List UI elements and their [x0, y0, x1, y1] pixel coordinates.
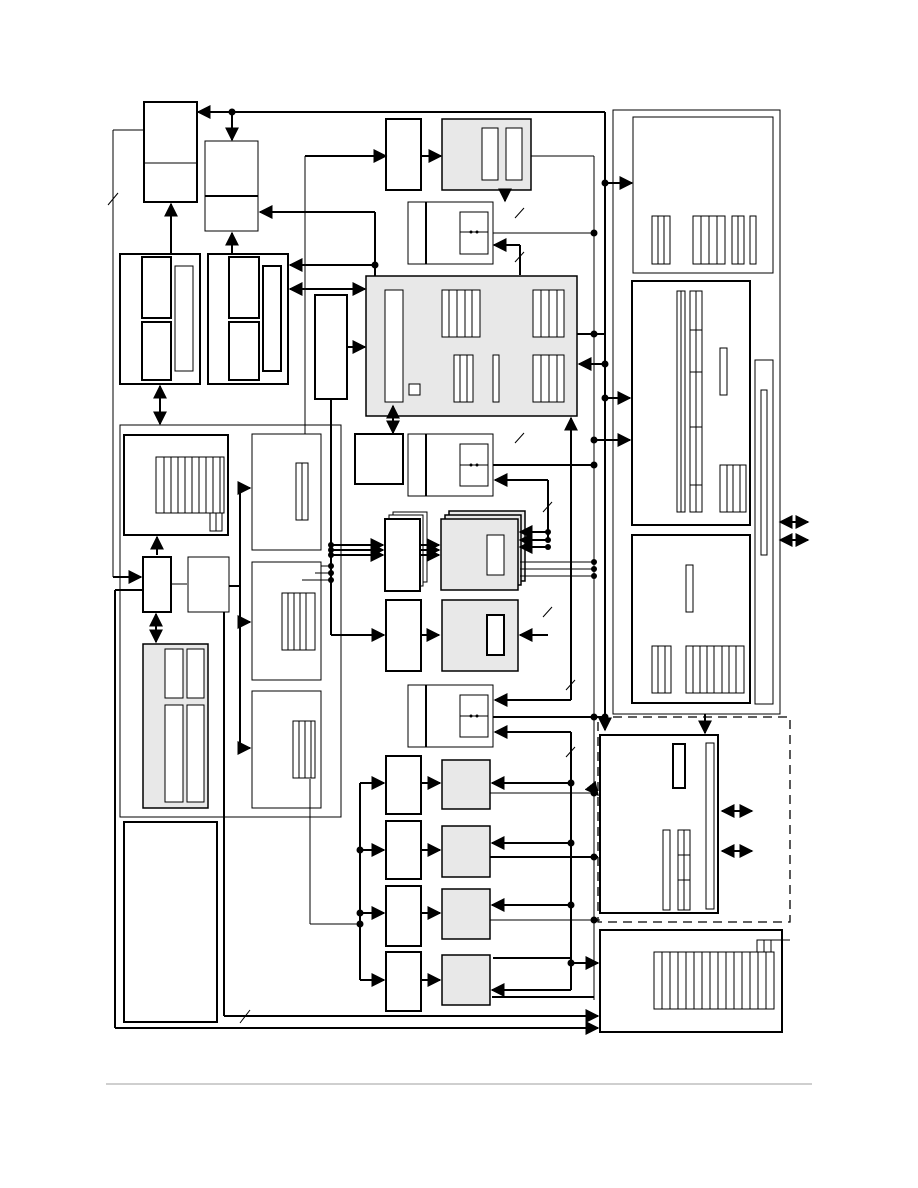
- top-left-block: [143, 101, 198, 203]
- bus-side-block: [187, 556, 230, 613]
- interconnect-wires: [107, 105, 810, 1035]
- dashed-region: [597, 716, 791, 923]
- unit-1: [251, 433, 322, 551]
- right-column: [597, 109, 791, 1033]
- register-stack-a: [155, 456, 225, 532]
- bottom-left-block: [123, 821, 218, 1023]
- register-stack-c: [292, 720, 316, 779]
- queue-block: [314, 294, 348, 400]
- center-column: [314, 118, 578, 1012]
- left-column: [119, 101, 342, 1023]
- register-stack-b: [281, 592, 316, 651]
- stacked-blocks: [384, 510, 526, 592]
- bottom-register-array: [653, 939, 790, 1010]
- bus-interface-block: [142, 556, 172, 613]
- dashed-inner-block: [599, 734, 719, 914]
- top-second-block: [204, 140, 259, 232]
